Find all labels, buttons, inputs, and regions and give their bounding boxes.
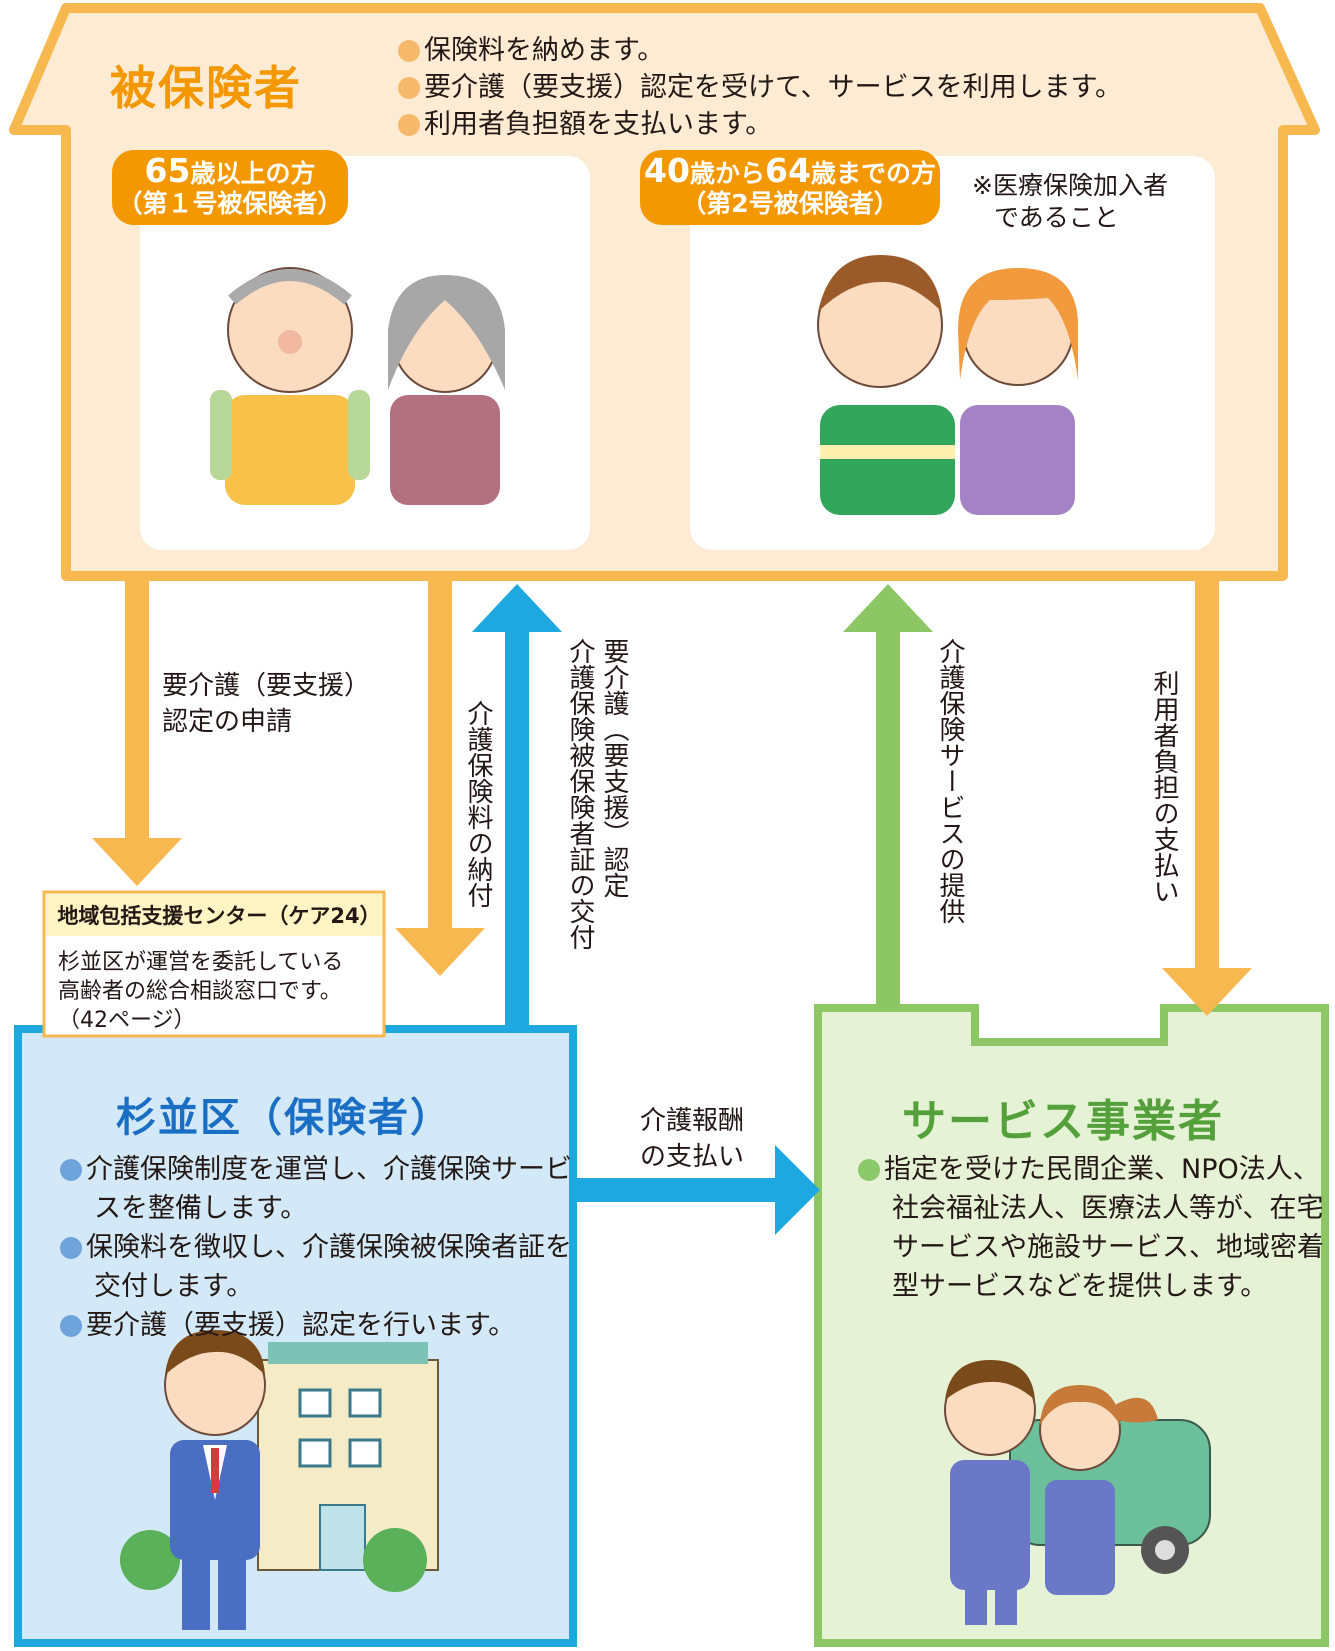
arrow-service — [843, 584, 933, 1006]
bullet-dot — [60, 1315, 82, 1337]
support-center-desc: 杉並区が運営を委託している 高齢者の総合相談窓口です。 （42ページ） — [58, 948, 388, 1035]
group2-age-to: 64 — [765, 151, 811, 190]
copayment-label: 利用者負担の支払い — [1149, 670, 1179, 904]
note-line: ※医療保険加入者 — [972, 171, 1168, 200]
fee-payment-line: の支払い — [640, 1142, 745, 1172]
support-center-title: 地域包括支援センター（ケア24） — [57, 904, 381, 928]
provider-title: サービス事業者 — [902, 1096, 1224, 1147]
ward-duties-list: 介護保険制度を運営し、介護保険サービスを整備します。 保険料を徴収し、介護保険被… — [60, 1150, 580, 1345]
note-line: であること — [994, 203, 1119, 232]
duty-item: 利用者負担額を支払います。 — [398, 106, 1122, 143]
bullet-dot — [60, 1237, 82, 1259]
group2-badge: 40歳から64歳までの方 （第2号被保険者） — [640, 150, 940, 225]
arrow-apply — [92, 580, 182, 886]
duty-item: 保険料を納めます。 — [398, 32, 1122, 69]
apply-label: 要介護（要支援） 認定の申請 — [162, 668, 370, 740]
group1-age-label: 歳以上の方 — [190, 159, 316, 188]
support-center-header-bg — [46, 894, 382, 936]
ward-official-illustration — [120, 1330, 439, 1630]
insured-duties-list: 保険料を納めます。 要介護（要支援）認定を受けて、サービスを利用します。 利用者… — [398, 32, 1122, 143]
group2-age-from: 40 — [644, 151, 690, 190]
bullet-dot — [398, 40, 420, 62]
group2-category: （第2号被保険者） — [681, 189, 899, 218]
bullet-dot — [60, 1159, 82, 1181]
group2-to-label: 歳までの方 — [810, 159, 936, 188]
support-center-desc-line: 杉並区が運営を委託している — [58, 950, 344, 975]
group2-from-label: 歳から — [689, 159, 765, 188]
ward-duty-item: 介護保険制度を運営し、介護保険サービスを整備します。 — [60, 1150, 580, 1228]
provider-staff-illustration — [944, 1360, 1211, 1625]
certification-label-2: 介護保険被保険者証の交付 — [565, 638, 595, 950]
certification-label-1: 要介護（要支援）認定 — [599, 638, 629, 898]
arrow-copayment — [1162, 580, 1252, 1016]
group1-age: 65 — [144, 151, 191, 190]
bullet-dot — [858, 1159, 880, 1181]
ward-title: 杉並区（保険者） — [116, 1095, 452, 1141]
group2-note: ※医療保険加入者 であること — [972, 170, 1168, 234]
arrow-premium — [395, 580, 485, 976]
arrow-certification — [472, 584, 562, 1028]
fee-payment-label: 介護報酬 の支払い — [640, 1103, 744, 1175]
support-center-desc-line: 高齢者の総合相談窓口です。 — [58, 979, 342, 1004]
group1-badge: 65歳以上の方 （第１号被保険者） — [112, 150, 348, 225]
duty-item: 要介護（要支援）認定を受けて、サービスを利用します。 — [398, 69, 1122, 106]
ward-duty-item: 保険料を徴収し、介護保険被保険者証を交付します。 — [60, 1228, 580, 1306]
bullet-dot — [398, 114, 420, 136]
service-provision-label: 介護保険サービスの提供 — [935, 638, 965, 924]
apply-label-line: 認定の申請 — [162, 707, 293, 737]
group1-category: （第１号被保険者） — [117, 189, 343, 218]
premium-payment-label: 介護保険料の納付 — [463, 700, 493, 908]
apply-label-line: 要介護（要支援） — [162, 671, 371, 701]
provider-description: 指定を受けた民間企業、NPO法人、社会福祉法人、医療法人等が、在宅サービスや施設… — [858, 1150, 1335, 1306]
insured-title: 被保険者 — [110, 61, 302, 115]
elderly-couple-illustration — [210, 267, 505, 505]
middle-aged-couple-illustration — [817, 255, 1079, 515]
bullet-dot — [398, 77, 420, 99]
arrow-fee-payment — [577, 1145, 820, 1235]
support-center-desc-line: （42ページ） — [58, 1008, 196, 1033]
fee-payment-line: 介護報酬 — [640, 1106, 745, 1136]
ward-duty-item: 要介護（要支援）認定を行います。 — [60, 1306, 580, 1345]
